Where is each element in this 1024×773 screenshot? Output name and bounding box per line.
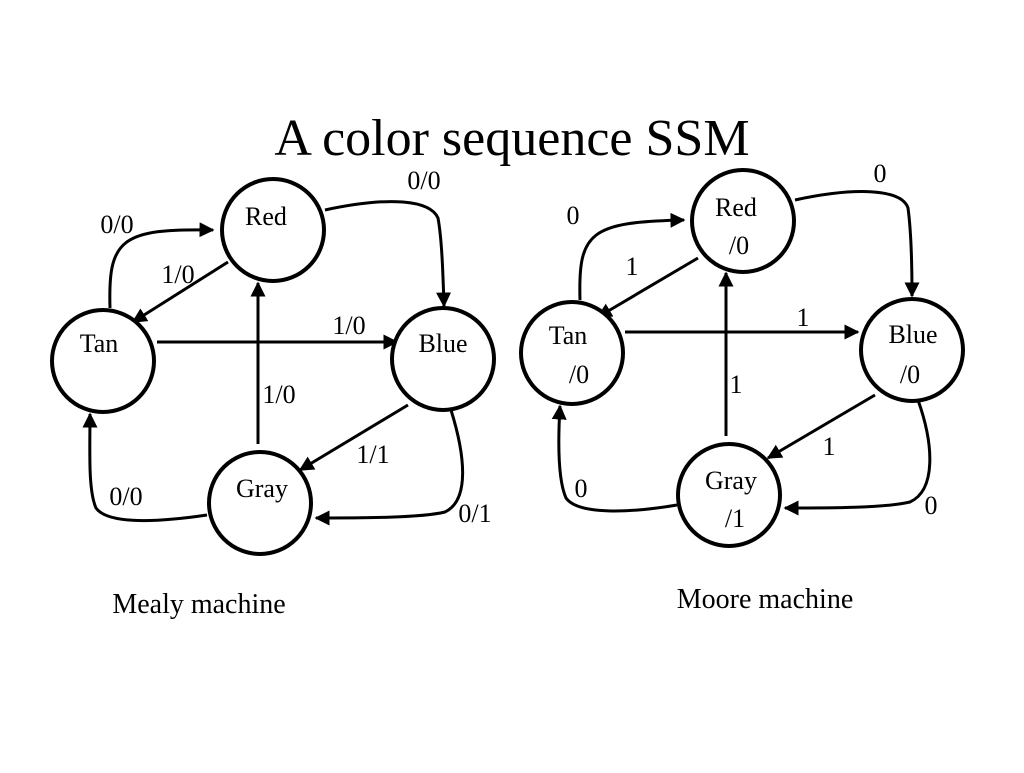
mealy-label-blue-to-gray-loop: 0/1 xyxy=(458,499,491,528)
moore-edge-blue-to-gray xyxy=(766,393,876,460)
mealy-caption: Mealy machine xyxy=(112,589,285,620)
mealy-label-red-to-blue: 0/0 xyxy=(407,166,440,195)
mealy-label-red-to-tan: 1/0 xyxy=(161,260,194,289)
moore-state-red-output: /0 xyxy=(729,231,749,260)
mealy-label-tan-to-blue: 1/0 xyxy=(332,311,365,340)
moore-label-gray-to-tan: 0 xyxy=(575,474,588,503)
moore-state-tan-output: /0 xyxy=(569,360,589,389)
mealy-label-gray-to-red: 1/0 xyxy=(262,380,295,409)
moore-caption: Moore machine xyxy=(677,584,854,615)
moore-state-gray: Gray /1 xyxy=(676,442,782,548)
mealy-state-red: Red xyxy=(220,177,326,283)
moore-edge-blue-to-gray-loop xyxy=(783,399,932,516)
mealy-state-blue: Blue xyxy=(390,306,496,412)
moore-state-red: Red /0 xyxy=(690,168,796,274)
mealy-label-tan-to-red: 0/0 xyxy=(100,210,133,239)
moore-edge-gray-to-tan xyxy=(551,404,678,513)
mealy-state-blue-label: Blue xyxy=(418,329,467,358)
mealy-edge-gray-to-tan xyxy=(82,412,208,523)
moore-edge-red-to-blue xyxy=(794,190,920,298)
mealy-edge-tan-to-red xyxy=(108,222,215,309)
moore-edge-red-to-tan xyxy=(596,256,699,319)
moore-state-blue-output: /0 xyxy=(900,360,920,389)
moore-state-blue-name: Blue xyxy=(888,320,937,349)
mealy-state-red-label: Red xyxy=(245,202,287,231)
mealy-state-gray-label: Gray xyxy=(236,474,288,503)
moore-label-gray-to-red: 1 xyxy=(730,370,743,399)
mealy-label-blue-to-gray: 1/1 xyxy=(356,440,389,469)
moore-label-tan-to-red: 0 xyxy=(567,201,580,230)
moore-label-blue-to-gray: 1 xyxy=(823,432,836,461)
moore-edge-tan-to-red xyxy=(578,212,686,301)
slide-title: A color sequence SSM xyxy=(274,110,749,167)
moore-diagram: Red /0 Tan /0 Blue /0 Gray /1 0 1 0 1 1 … xyxy=(519,159,965,615)
mealy-state-gray: Gray xyxy=(207,450,313,556)
moore-state-tan-name: Tan xyxy=(549,321,588,350)
mealy-state-tan: Tan xyxy=(50,308,156,414)
moore-label-tan-to-blue: 1 xyxy=(797,303,810,332)
moore-label-blue-to-gray-loop: 0 xyxy=(925,491,938,520)
moore-state-tan: Tan /0 xyxy=(519,300,625,406)
mealy-edge-red-to-blue xyxy=(324,200,452,308)
mealy-diagram: Red Tan Blue Gray 0/0 1/0 0/0 1/0 1/0 1/… xyxy=(50,166,496,620)
moore-state-red-name: Red xyxy=(715,193,757,222)
mealy-edge-blue-to-gray xyxy=(298,403,409,472)
moore-label-red-to-tan: 1 xyxy=(626,252,639,281)
moore-state-blue: Blue /0 xyxy=(859,297,965,403)
mealy-label-gray-to-tan: 0/0 xyxy=(109,482,142,511)
moore-state-gray-output: /1 xyxy=(725,504,745,533)
mealy-edge-red-to-tan xyxy=(131,260,229,324)
mealy-state-tan-label: Tan xyxy=(80,329,119,358)
mealy-edge-blue-to-gray-loop xyxy=(314,409,465,526)
moore-state-gray-name: Gray xyxy=(705,466,757,495)
moore-label-red-to-blue: 0 xyxy=(874,159,887,188)
